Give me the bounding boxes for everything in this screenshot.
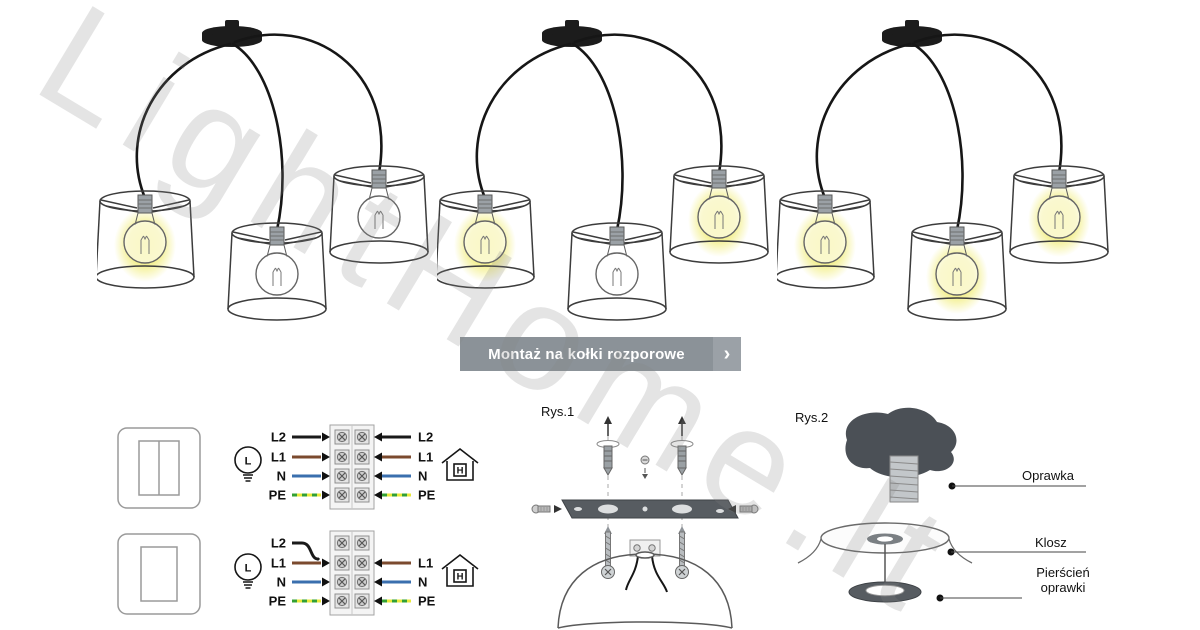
wire-label: L1 [418, 450, 433, 465]
bulb-L-icon: L [234, 553, 262, 589]
bulb-L-icon: L [234, 446, 262, 482]
pendant-lamp-illustration-2 [437, 6, 772, 326]
wires-right-d2 [382, 561, 411, 603]
bulb-letter: L [245, 456, 252, 468]
wires-right-d1 [382, 435, 411, 497]
wire-label: N [277, 469, 286, 484]
part-label-oprawka: Oprawka [1022, 468, 1075, 483]
shade-klosz [797, 522, 973, 583]
wire-label: N [418, 469, 427, 484]
double-wall-switch-icon [117, 427, 201, 509]
wire-label: N [418, 575, 427, 590]
wiring-diagrams: L L2 L1 N PE [117, 424, 479, 616]
canopy-wires [625, 555, 668, 593]
mounting-screw-icon [601, 526, 615, 579]
wire-label: PE [269, 594, 287, 609]
wire-label: PE [418, 488, 436, 503]
bulb-letter: L [245, 563, 252, 575]
mounting-screw-icon [675, 526, 689, 579]
wire-label: L1 [271, 556, 286, 571]
wire-label: L2 [418, 430, 433, 445]
canopy-dome [557, 551, 733, 629]
expansion-anchor-icon [670, 416, 694, 477]
terminal-block-d1 [329, 424, 375, 510]
wire-label: L2 [271, 536, 286, 551]
mounting-banner-button[interactable]: Montaż na kołki rozporowe › [460, 337, 741, 371]
terminal-block-d2 [329, 530, 375, 616]
exploded-parts-diagram-rys2 [797, 407, 1086, 603]
arrowheads-right-d1 [374, 432, 382, 500]
single-wall-switch-icon [117, 533, 201, 615]
part-label-pierscien-oprawki: Pierścień oprawki [1036, 565, 1090, 595]
rys1-title: Rys.1 [541, 404, 575, 419]
mounting-bracket [561, 499, 739, 519]
wire-label: N [277, 575, 286, 590]
mounting-diagram-rys1 [531, 416, 759, 629]
wire-label: PE [418, 594, 436, 609]
expansion-anchor-icon [596, 416, 620, 477]
socket-oprawka [889, 455, 919, 503]
wire-label: L2 [271, 430, 286, 445]
house-letter: H [457, 466, 464, 477]
rys2-title: Rys.2 [795, 410, 829, 425]
arrowheads-left-d1 [322, 432, 330, 500]
arrowheads-left-d2 [322, 558, 330, 606]
house-letter: H [457, 572, 464, 583]
small-screw-icon [640, 455, 650, 479]
part-label-klosz: Klosz [1035, 535, 1067, 550]
wire-label: L1 [271, 450, 286, 465]
wire-label: PE [269, 488, 287, 503]
side-screw-icon [728, 504, 759, 514]
arrowheads-right-d2 [374, 558, 382, 606]
wire-label: L1 [418, 556, 433, 571]
pendant-lamp-illustration-1 [97, 6, 432, 326]
mini-terminal-block [629, 539, 661, 557]
side-screw-icon [531, 504, 562, 514]
house-icon: H [441, 553, 479, 587]
pendant-lamp-illustration-3 [777, 6, 1112, 326]
wires-left-d2 [292, 541, 321, 603]
banner-label: Montaż na kołki rozporowe [488, 345, 685, 363]
ceiling-blob [845, 407, 957, 478]
chevron-right-icon: › [713, 337, 741, 371]
wires-left-d1 [292, 435, 321, 497]
socket-ring [848, 581, 922, 603]
house-icon: H [441, 447, 479, 481]
